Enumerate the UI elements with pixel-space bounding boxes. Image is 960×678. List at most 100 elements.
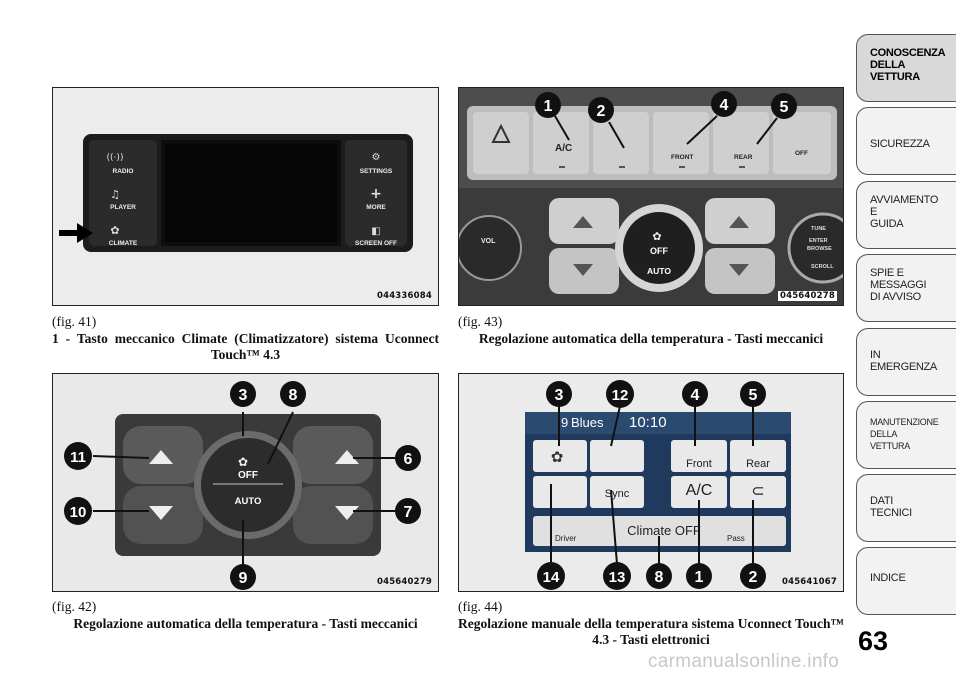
svg-text:8: 8 [289, 387, 298, 404]
callout-4: 4 [682, 381, 708, 407]
callout-10: 10 [64, 497, 92, 525]
callout-1: 1 [686, 563, 712, 589]
knob-auto-label: AUTO [234, 496, 262, 507]
svg-text:12: 12 [612, 387, 629, 404]
callout-3: 3 [230, 381, 256, 407]
screen-station: Blues [571, 415, 604, 430]
figure-44: ✿ 9 Blues 10:10 Front Rear Sync A/C ⊂ Cl… [458, 373, 844, 592]
svg-text:2: 2 [749, 569, 758, 586]
figure-42-text: Regolazione automatica della temperatura… [73, 616, 418, 631]
svg-text:11: 11 [70, 449, 86, 466]
svg-text:1: 1 [544, 98, 553, 115]
svg-text:5: 5 [749, 387, 758, 404]
figure-43-illustration: ✿ [459, 88, 843, 305]
front-button[interactable]: Front [686, 458, 712, 470]
figure-44-callouts: 3 12 4 5 14 13 8 1 2 [537, 380, 766, 590]
svg-text:8: 8 [655, 569, 664, 586]
callout-2: 2 [588, 97, 614, 123]
callout-12: 12 [606, 380, 634, 408]
fig41-left-buttons: RADIO PLAYER CLIMATE [89, 168, 157, 247]
rear-button[interactable]: Rear [746, 458, 770, 470]
callout-2: 2 [740, 563, 766, 589]
svg-text:⚙: ⚙ [372, 152, 381, 163]
svg-text:◧: ◧ [371, 226, 380, 237]
ac-label: A/C [555, 143, 573, 154]
front-label: FRONT [671, 154, 694, 161]
figure-43-caption: (fig. 43) Regolazione automatica della t… [458, 314, 844, 347]
svg-text:6: 6 [404, 451, 413, 468]
figure-43-text: Regolazione automatica della temperatura… [478, 331, 824, 346]
figure-42-illustration: ✿ [92, 411, 398, 566]
svg-text:4: 4 [720, 97, 729, 114]
fig41-right-buttons: SETTINGS MORE SCREEN OFF [345, 168, 407, 247]
callout-5: 5 [740, 381, 766, 407]
vol-label: VOL [481, 238, 496, 245]
figure-43-number: (fig. 43) [458, 314, 503, 329]
svg-text:3: 3 [555, 387, 564, 404]
climate-off-button[interactable]: Climate OFF [627, 523, 701, 538]
watermark: carmanualsonline.info [648, 651, 840, 672]
svg-text:3: 3 [239, 387, 248, 404]
figure-41-illustration: ((·)) ♫ ✿ ⚙ + ◧ [59, 134, 413, 252]
sync-button[interactable]: Sync [604, 488, 630, 500]
climate-label: CLIMATE [108, 240, 138, 247]
callout-9: 9 [230, 564, 256, 590]
callout-11: 11 [64, 442, 92, 470]
screen-channel: 9 [561, 415, 569, 430]
tab-indice[interactable]: INDICE [856, 547, 956, 615]
svg-text:1: 1 [695, 569, 704, 586]
callout-8: 8 [646, 563, 672, 589]
figure-44-caption: (fig. 44) Regolazione manuale della temp… [458, 599, 844, 648]
svg-text:5: 5 [780, 99, 789, 116]
svg-text:✿: ✿ [551, 448, 564, 466]
scroll-label: SCROLL [811, 264, 834, 270]
callout-3: 3 [546, 381, 572, 407]
svg-text:✿: ✿ [238, 455, 248, 469]
ac-button[interactable]: A/C [685, 482, 713, 499]
settings-label: SETTINGS [359, 168, 393, 175]
svg-text:((·)): ((·)) [107, 153, 124, 163]
figure-43-callouts: 1 2 4 5 [535, 91, 797, 123]
figure-43: ✿ A/C FRONT REAR OFF VOL OFF AUTO TUNE E… [458, 87, 844, 306]
rear-label: REAR [734, 154, 753, 161]
figure-42-callouts: 3 8 11 6 10 7 9 [64, 381, 421, 590]
callout-6: 6 [395, 445, 421, 471]
svg-text:✿: ✿ [652, 230, 661, 243]
callout-7: 7 [395, 498, 421, 524]
callout-14: 14 [537, 562, 565, 590]
svg-text:7: 7 [404, 504, 413, 521]
figure-42: ✿ OFF AUTO 3 8 11 6 10 7 9 045640279 [52, 373, 439, 592]
svg-text:10: 10 [70, 504, 87, 521]
svg-text:4: 4 [691, 387, 700, 404]
figure-41-caption: (fig. 41) 1 - Tasto meccanico Climate (C… [52, 314, 439, 363]
recirc-button[interactable]: ⊂ [751, 483, 765, 500]
tune-label: TUNE [811, 226, 826, 232]
pass-seat-label: Pass [727, 534, 745, 543]
browse-label: BROWSE [807, 246, 832, 252]
screen-off-label: SCREEN OFF [355, 240, 397, 247]
svg-text:9: 9 [239, 570, 248, 587]
screen-time: 10:10 [629, 414, 667, 431]
fig43-knob-auto: AUTO [647, 266, 671, 276]
svg-text:♫: ♫ [110, 188, 120, 201]
player-label: PLAYER [110, 204, 136, 211]
off-small-label: OFF [795, 150, 808, 157]
fig43-knob-off: OFF [650, 246, 668, 256]
figure-42-number: (fig. 42) [52, 599, 97, 614]
svg-text:13: 13 [609, 569, 626, 586]
more-label: MORE [366, 204, 386, 211]
radio-label: RADIO [112, 168, 134, 175]
tab-sicurezza[interactable]: SICUREZZA [856, 107, 956, 175]
figure-44-number: (fig. 44) [458, 599, 503, 614]
figure-43-code: 045640278 [777, 291, 837, 301]
callout-4: 4 [711, 91, 737, 117]
figure-44-text: Regolazione manuale della temperatura si… [458, 616, 844, 647]
svg-text:✿: ✿ [110, 224, 119, 237]
callout-5: 5 [771, 93, 797, 119]
